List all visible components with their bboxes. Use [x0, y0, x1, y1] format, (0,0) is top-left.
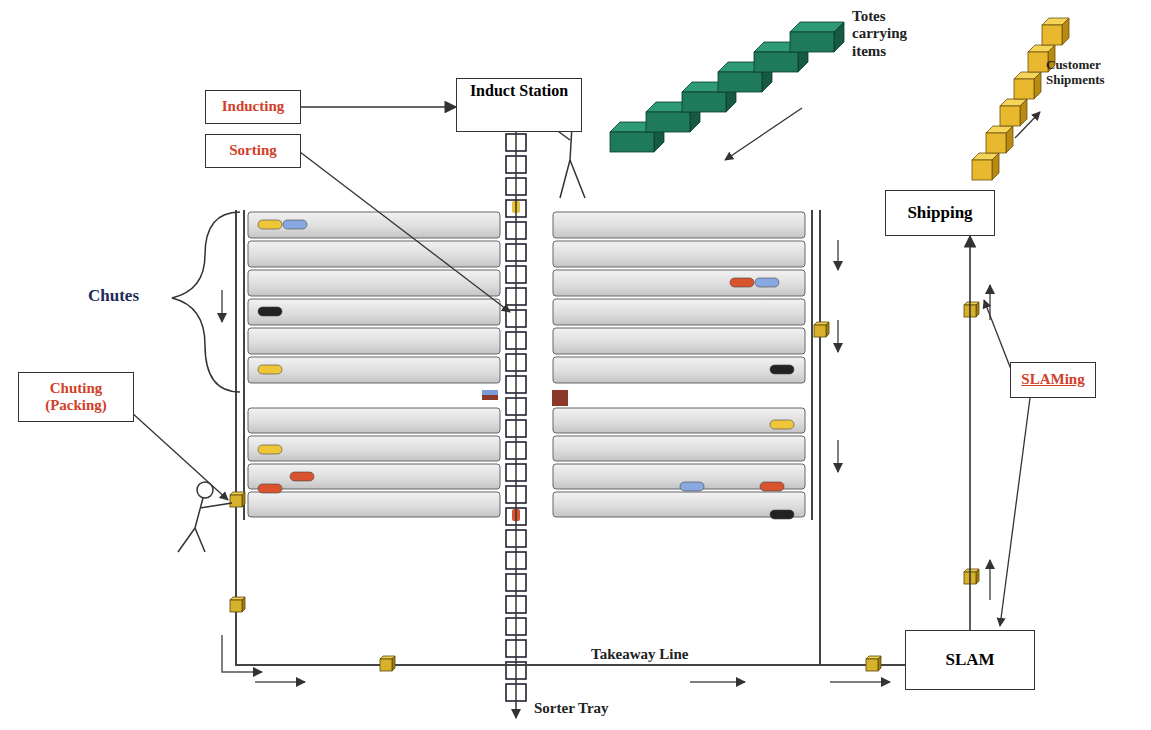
chute: [248, 408, 500, 433]
box-front: [790, 32, 834, 52]
box-front: [1000, 106, 1020, 126]
box-side: [1006, 126, 1013, 153]
item: [258, 484, 282, 493]
item: [258, 445, 282, 454]
box-side: [242, 492, 245, 507]
shipment-boxes: [972, 18, 1069, 180]
process-box: Sorting: [205, 134, 301, 168]
box-text: SLAMing: [1021, 371, 1084, 388]
item: [283, 220, 307, 229]
box-front: [380, 659, 392, 671]
box-side: [1062, 18, 1069, 45]
process-box: SLAMing: [1010, 362, 1096, 398]
item: [755, 278, 779, 287]
text-label: Chutes: [88, 286, 158, 306]
box-front: [1042, 25, 1062, 45]
process-box: SLAM: [905, 630, 1035, 690]
box-side: [826, 322, 829, 337]
box-front: [1014, 79, 1034, 99]
box-side: [242, 597, 245, 612]
box-front: [1028, 52, 1048, 72]
box-front: [646, 112, 690, 132]
packages: [230, 302, 979, 671]
item: [770, 510, 794, 519]
box-front: [814, 325, 826, 337]
conveyor-lines: [236, 210, 905, 665]
box-text: SLAM: [945, 650, 994, 670]
box-side: [878, 656, 881, 671]
box-side: [1034, 72, 1041, 99]
box-side: [976, 569, 979, 584]
box-front: [682, 92, 726, 112]
item: [290, 472, 314, 481]
divider-mark: [552, 390, 568, 406]
box-text: Induct Station: [470, 82, 568, 100]
item: [258, 365, 282, 374]
box-side: [392, 656, 395, 671]
chute: [553, 241, 805, 267]
item: [258, 307, 282, 316]
process-box: Shipping: [885, 190, 995, 236]
box-front: [866, 659, 878, 671]
box-side: [834, 22, 844, 52]
sorter-line: [515, 130, 517, 718]
item: [258, 220, 282, 229]
connector: [969, 236, 971, 630]
text-label: Customer Shipments: [1046, 58, 1116, 88]
totes: [610, 22, 844, 152]
text-label: Takeaway Line: [588, 646, 691, 663]
box-text: Sorting: [229, 142, 277, 159]
chute: [248, 436, 500, 461]
worker: [178, 482, 232, 552]
box-side: [976, 302, 979, 317]
chute: [248, 299, 500, 325]
box-front: [754, 52, 798, 72]
chute: [248, 357, 500, 383]
chute: [553, 436, 805, 461]
chute: [553, 212, 805, 238]
text-label: Sorter Tray: [534, 700, 644, 717]
chutes-brace: [172, 212, 240, 392]
box-side: [992, 153, 999, 180]
box-front: [718, 72, 762, 92]
chute: [553, 408, 805, 433]
chute: [248, 270, 500, 296]
chute: [248, 212, 500, 238]
box-front: [986, 133, 1006, 153]
chute: [553, 270, 805, 296]
chute: [248, 328, 500, 354]
box-text: Inducting: [222, 98, 285, 115]
chute: [248, 241, 500, 267]
process-box: Induct Station: [456, 78, 582, 132]
process-box: Inducting: [205, 90, 301, 124]
box-side: [1020, 99, 1027, 126]
box-front: [610, 132, 654, 152]
connector: [301, 106, 456, 108]
chute: [248, 464, 500, 489]
box-text: Chuting (Packing): [19, 380, 133, 415]
item: [680, 482, 704, 491]
item: [770, 365, 794, 374]
chute: [553, 328, 805, 354]
box-front: [972, 160, 992, 180]
divider-mark: [482, 390, 498, 400]
box-front: [230, 600, 242, 612]
box-front: [230, 495, 242, 507]
text-label: Totes carrying items: [852, 8, 942, 60]
chute: [553, 357, 805, 383]
item: [760, 482, 784, 491]
chute: [553, 492, 805, 517]
box-text: Shipping: [907, 203, 972, 223]
process-box: Chuting (Packing): [18, 372, 134, 422]
chute: [248, 492, 500, 517]
chute-rows: [248, 212, 805, 517]
flow-arrows: [222, 240, 990, 682]
item: [770, 420, 794, 429]
divider-mark: [482, 390, 498, 395]
callout-leaders: [120, 108, 1040, 626]
chute-items: [258, 220, 794, 519]
item: [730, 278, 754, 287]
chute: [553, 299, 805, 325]
